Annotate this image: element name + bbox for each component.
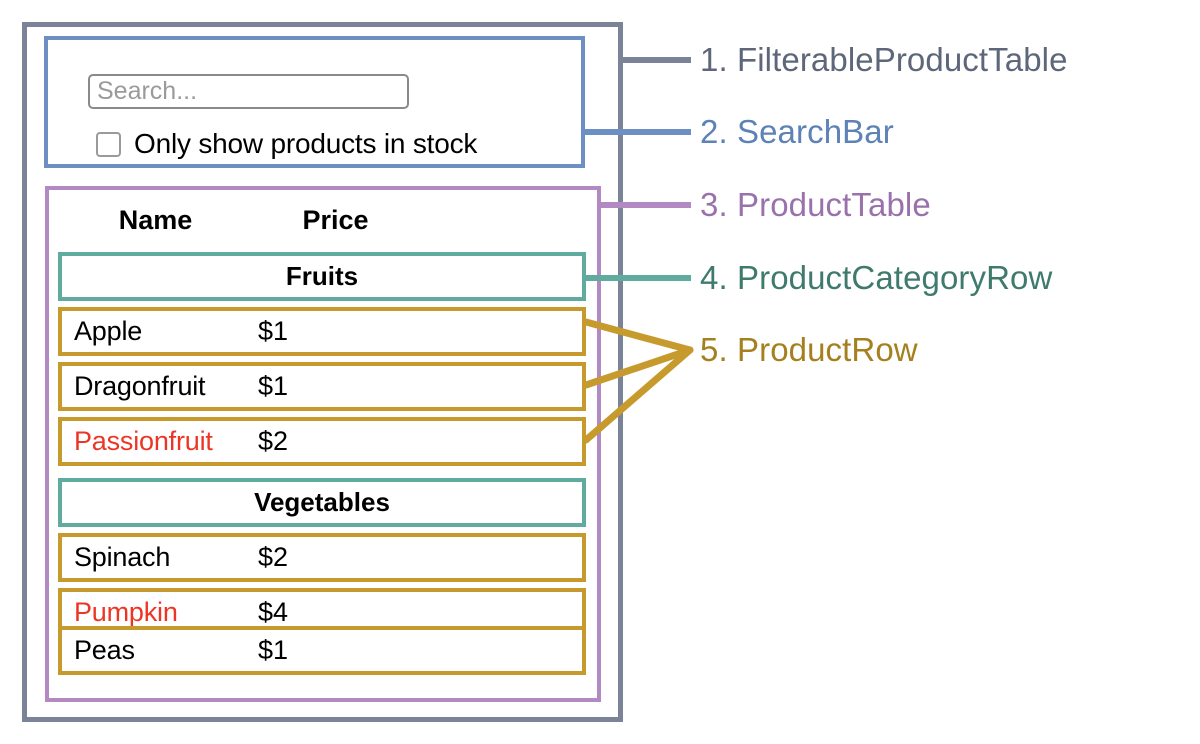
product-name: Apple xyxy=(74,316,143,346)
product-price: $2 xyxy=(258,542,289,572)
search-input[interactable] xyxy=(88,74,409,109)
product-row: Spinach $2 xyxy=(58,533,586,582)
in-stock-checkbox-label: Only show products in stock xyxy=(134,128,478,159)
product-row: Passionfruit $2 xyxy=(58,417,586,466)
column-header-name: Name xyxy=(118,204,193,235)
product-table-header-row: Name Price xyxy=(58,196,586,244)
product-name: Spinach xyxy=(74,542,171,572)
legend-item-product-table: 3. ProductTable xyxy=(700,186,931,223)
product-name: Peas xyxy=(74,635,135,665)
legend-item-product-row: 5. ProductRow xyxy=(700,331,918,368)
product-category-label: Vegetables xyxy=(254,487,390,517)
product-row: Apple $1 xyxy=(58,307,586,356)
legend-item-filterable-product-table: 1. FilterableProductTable xyxy=(700,41,1068,78)
product-row: Dragonfruit $1 xyxy=(58,362,586,411)
product-price: $1 xyxy=(258,371,289,401)
legend-item-product-category-row: 4. ProductCategoryRow xyxy=(700,259,1053,296)
product-price: $4 xyxy=(258,597,289,627)
product-price: $1 xyxy=(258,316,289,346)
product-category-label: Fruits xyxy=(285,261,359,291)
legend-item-search-bar: 2. SearchBar xyxy=(700,113,894,150)
product-name: Dragonfruit xyxy=(74,371,206,401)
in-stock-filter-row[interactable]: Only show products in stock xyxy=(96,126,477,162)
product-name: Passionfruit xyxy=(74,426,213,456)
column-header-price: Price xyxy=(302,204,369,235)
product-name: Pumpkin xyxy=(74,597,178,627)
product-price: $1 xyxy=(258,635,289,665)
product-row: Peas $1 xyxy=(58,626,586,675)
in-stock-checkbox[interactable] xyxy=(96,131,121,157)
product-price: $2 xyxy=(258,426,289,456)
product-category-row: Fruits xyxy=(58,252,586,301)
product-category-row: Vegetables xyxy=(58,478,586,527)
